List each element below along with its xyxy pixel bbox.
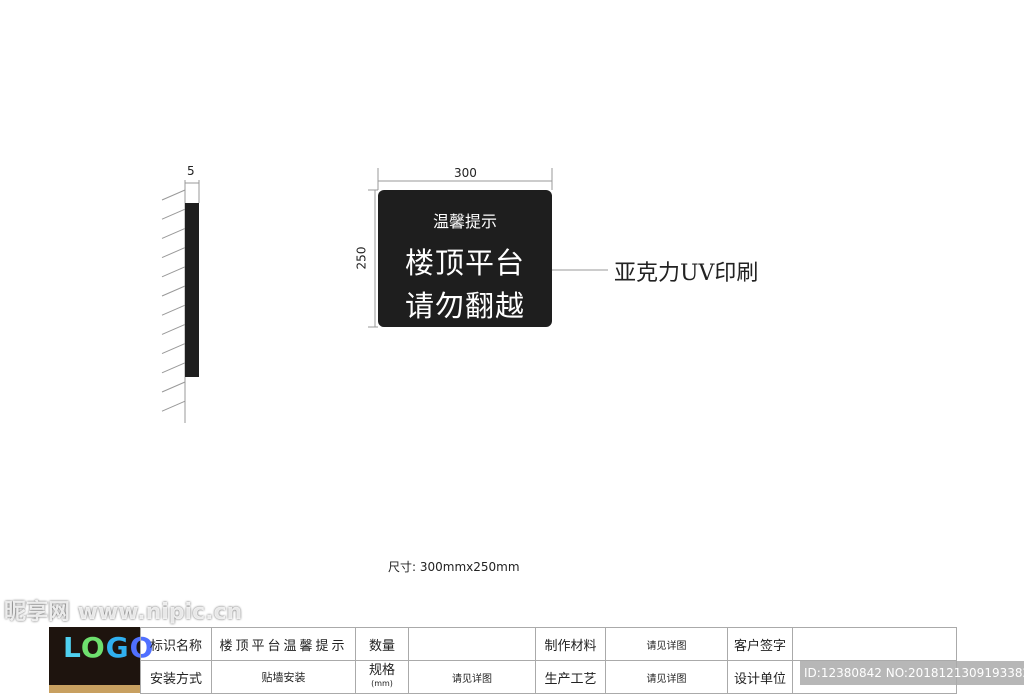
wall-hatch-line bbox=[161, 266, 186, 278]
height-dimension: 250 bbox=[354, 246, 369, 270]
size-note: 尺寸: 300mmx250mm bbox=[388, 560, 520, 574]
side-panel bbox=[185, 203, 199, 377]
wall-hatch-line bbox=[161, 343, 186, 355]
wall-hatch-line bbox=[161, 227, 186, 239]
wall-hatch-line bbox=[161, 285, 186, 297]
sign-front-view: 温馨提示 楼顶平台 请勿翻越 bbox=[378, 190, 552, 327]
material-callout: 亚克力UV印刷 bbox=[614, 261, 759, 286]
logo: LOGO bbox=[49, 627, 153, 693]
watermark-site: 昵享网 www.nipic.cn bbox=[4, 600, 243, 625]
wall-hatch-line bbox=[161, 362, 186, 374]
width-dimension: 300 bbox=[454, 166, 477, 180]
wall-hatch-line bbox=[161, 189, 186, 201]
thickness-dimension: 5 bbox=[187, 164, 195, 178]
sign-subtitle: 温馨提示 bbox=[432, 212, 497, 231]
title-block: 标识名称 楼顶平台温馨提示 数量 制作材料 请见详图 客户签字 安装方式 贴墙安… bbox=[140, 627, 957, 694]
sign-line-1: 楼顶平台 bbox=[404, 246, 525, 280]
wall-hatch-line bbox=[161, 247, 186, 259]
wall-hatch-line bbox=[161, 400, 186, 412]
wall-hatch-line bbox=[161, 381, 186, 393]
sign-line-2: 请勿翻越 bbox=[404, 289, 525, 323]
wall-hatch-line bbox=[161, 304, 186, 316]
title-row-1: 标识名称 楼顶平台温馨提示 数量 制作材料 请见详图 客户签字 bbox=[140, 627, 957, 661]
wall-hatch-line bbox=[161, 208, 186, 220]
watermark-id: ID:12380842 NO:20181213091933823000 bbox=[800, 661, 1024, 685]
wall-hatch-line bbox=[161, 323, 186, 335]
